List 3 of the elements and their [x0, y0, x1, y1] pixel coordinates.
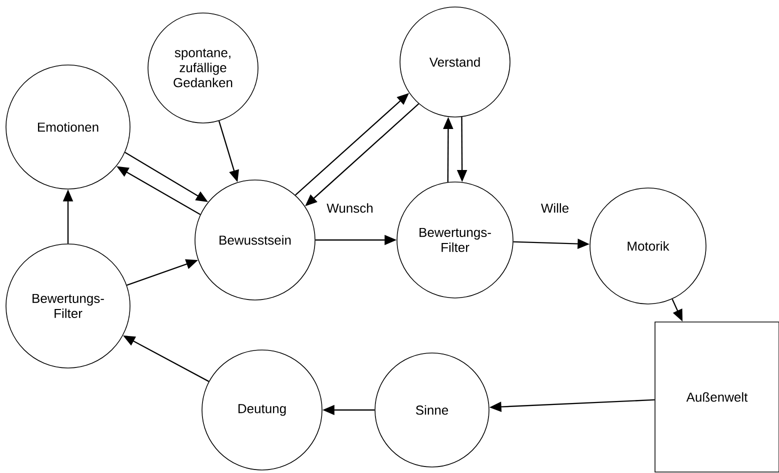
edge-label: Wunsch	[326, 202, 374, 214]
box: Außenwelt	[654, 322, 779, 472]
edge-label: Wille	[540, 202, 570, 214]
